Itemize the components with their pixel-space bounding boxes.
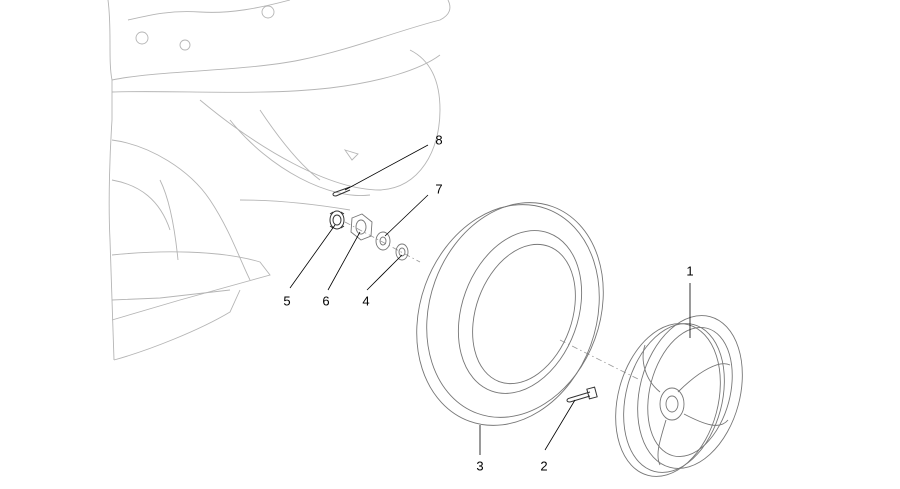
callout-6: 6 — [322, 293, 329, 308]
callout-7: 7 — [435, 181, 442, 196]
leader-8 — [344, 144, 429, 191]
callout-labels: 1 2 3 4 5 6 7 8 — [283, 132, 693, 473]
valve — [566, 386, 598, 403]
leader-4 — [366, 254, 403, 291]
split-pin — [332, 186, 351, 197]
callout-8: 8 — [435, 132, 442, 147]
callout-1: 1 — [686, 263, 693, 278]
callout-3: 3 — [476, 458, 483, 473]
castle-nut — [329, 210, 345, 230]
callout-5: 5 — [283, 293, 290, 308]
callout-2: 2 — [540, 458, 547, 473]
leader-6 — [327, 231, 361, 291]
scooter-body-outline — [107, 0, 451, 361]
washer — [375, 231, 391, 251]
tyre — [416, 202, 604, 426]
leader-7 — [384, 194, 429, 237]
rim — [615, 315, 743, 477]
leader-2 — [544, 399, 576, 451]
leader-lines — [289, 144, 691, 455]
spacer — [395, 243, 409, 261]
callout-4: 4 — [362, 293, 369, 308]
hex-nut — [350, 213, 373, 241]
leader-5 — [289, 224, 336, 289]
